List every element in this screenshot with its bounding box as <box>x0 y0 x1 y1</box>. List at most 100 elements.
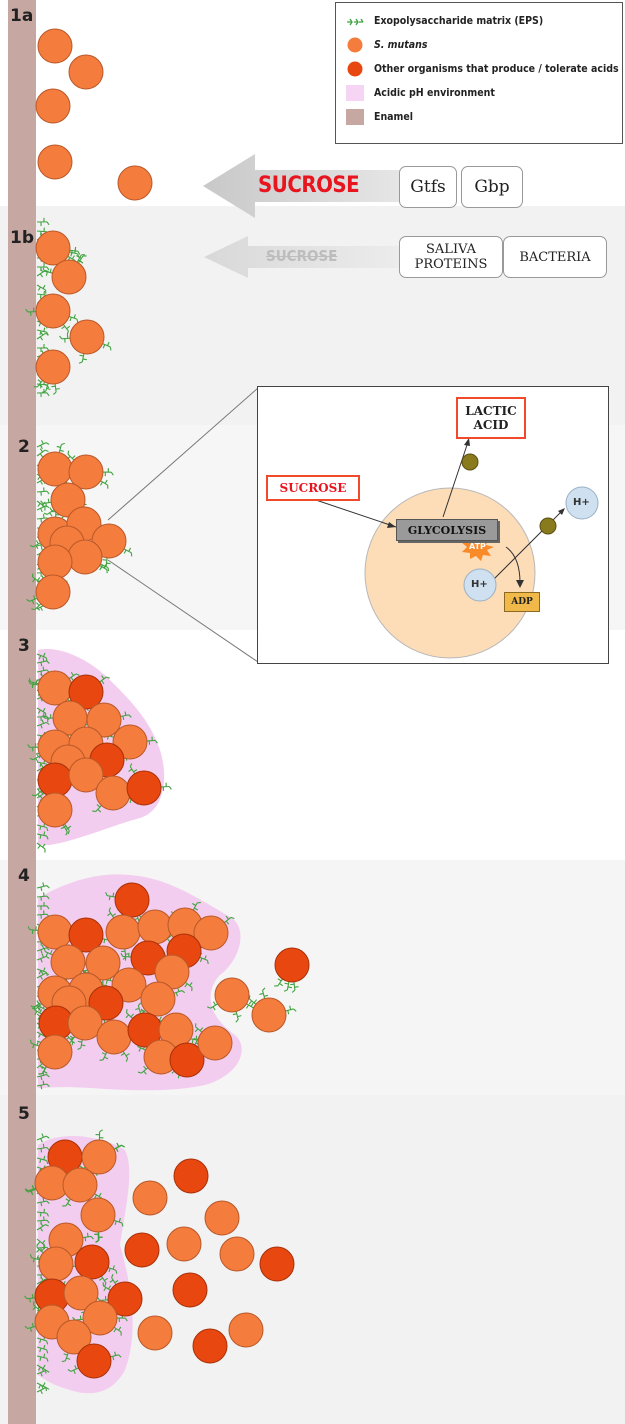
s-mutans-cell <box>67 539 103 575</box>
proton-transporter-icon <box>539 517 557 535</box>
s-mutans-cell <box>68 454 104 490</box>
eps-strand <box>36 1197 50 1207</box>
s-mutans-cell <box>37 544 73 580</box>
s-mutans-cell <box>137 909 173 945</box>
s-mutans-cell <box>132 1180 168 1216</box>
atp-burst-icon <box>461 535 494 561</box>
eps-strand <box>128 763 138 776</box>
s-mutans-cell <box>37 451 73 487</box>
acid-organism-cell <box>192 1328 228 1364</box>
s-mutans-cell <box>96 1019 132 1055</box>
legend-item-acidic-ph: Acidic pH environment <box>346 83 495 103</box>
eps-strand <box>36 842 46 853</box>
sucrose-arrow-faded <box>204 236 400 278</box>
s-mutans-cell <box>105 914 141 950</box>
legend-label-acidic-ph: Acidic pH environment <box>374 87 495 99</box>
eps-strand <box>36 448 49 458</box>
eps-strand <box>36 331 49 341</box>
eps-strand <box>43 507 56 517</box>
s-mutans-cell <box>193 915 229 951</box>
legend-item-eps: Exopolysaccharide matrix (EPS) <box>346 11 543 31</box>
s-mutans-cell <box>117 165 153 201</box>
eps-strand <box>36 500 46 511</box>
acidic-ph-swatch-icon <box>346 85 364 101</box>
stage-label-1b: 1b <box>10 228 34 248</box>
s-mutans-cell <box>63 1275 99 1311</box>
acid-organism-swatch-icon <box>347 61 363 77</box>
stage-label-2: 2 <box>18 437 30 457</box>
adp-box: ADP <box>504 592 540 612</box>
acid-organism-cell <box>259 1246 295 1282</box>
proteins-label: PROTEINS <box>414 257 488 272</box>
eps-strand <box>36 719 50 729</box>
stage-label-5: 5 <box>18 1104 30 1124</box>
eps-strand <box>36 901 50 910</box>
eps-strand <box>36 1080 50 1090</box>
sucrose-label-strong: SUCROSE <box>258 173 360 198</box>
legend-item-acid-organisms: Other organisms that produce / tolerate … <box>346 59 619 79</box>
s-mutans-cell <box>251 997 287 1033</box>
eps-strand <box>36 1155 49 1165</box>
lactic-label: LACTIC <box>465 404 517 418</box>
eps-strand <box>36 1344 49 1354</box>
s-mutans-cell <box>69 319 105 355</box>
eps-strand <box>36 652 48 662</box>
bacteria-label: BACTERIA <box>519 249 591 265</box>
stage-label-1a: 1a <box>10 6 34 26</box>
legend-label-s-mutans: S. mutans <box>374 39 428 51</box>
enamel-swatch-icon <box>346 109 364 125</box>
zoom-line-top <box>107 387 259 521</box>
eps-strand <box>36 657 50 667</box>
proton-inside-label: H+ <box>471 579 488 590</box>
arrowhead-icon <box>558 508 565 515</box>
acid-organism-cell <box>68 917 104 953</box>
acid-organism-cell <box>274 947 310 983</box>
acid-organism-cell <box>76 1343 112 1379</box>
eps-strand <box>36 1367 50 1377</box>
sucrose-inset-box: SUCROSE <box>266 475 360 501</box>
s-mutans-cell <box>38 1246 74 1282</box>
glycolysis-inset: SUCROSE LACTIC ACID GLYCOLYSIS ATP ADP H… <box>257 386 609 664</box>
eps-strand <box>36 217 50 226</box>
s-mutans-cell <box>35 88 71 124</box>
gbp-box: Gbp <box>461 166 523 208</box>
s-mutans-cell <box>35 574 71 610</box>
zoom-line-bottom <box>107 559 259 663</box>
s-mutans-cell <box>166 1226 202 1262</box>
s-mutans-cell <box>37 1034 73 1070</box>
s-mutans-cell <box>86 702 122 738</box>
eps-strand <box>36 1385 50 1395</box>
eps-strand <box>36 440 50 450</box>
eps-strand <box>112 1218 124 1227</box>
s-mutans-cell <box>204 1200 240 1236</box>
adp-label: ADP <box>511 597 533 607</box>
s-mutans-cell <box>85 945 121 981</box>
sucrose-label-faded: SUCROSE <box>266 247 338 265</box>
eps-strand <box>36 1133 50 1143</box>
acid-label: ACID <box>473 418 509 432</box>
eps-strand <box>36 1143 50 1153</box>
legend: Exopolysaccharide matrix (EPS) S. mutans… <box>335 2 623 144</box>
s-mutans-cell <box>51 259 87 295</box>
legend-label-eps: Exopolysaccharide matrix (EPS) <box>374 15 544 27</box>
s-mutans-cell <box>219 1236 255 1272</box>
lactate-transporter-icon <box>461 453 479 471</box>
acid-organism-cell <box>169 1042 205 1078</box>
stage-label-3: 3 <box>18 636 30 656</box>
s-mutans-cell <box>37 914 73 950</box>
eps-strand <box>36 487 50 496</box>
acid-organism-cell <box>172 1272 208 1308</box>
sucrose-arrow-strong <box>203 154 400 218</box>
s-mutans-cell <box>197 1025 233 1061</box>
s-mutans-cell <box>37 144 73 180</box>
s-mutans-swatch-icon <box>347 37 363 53</box>
proton-outside-icon <box>565 486 599 520</box>
acid-organism-cell <box>114 882 150 918</box>
glycolysis-box: GLYCOLYSIS <box>396 519 498 541</box>
s-mutans-cell <box>81 1139 117 1175</box>
gbp-label: Gbp <box>474 177 510 197</box>
eps-strand <box>36 1353 49 1362</box>
s-mutans-cell <box>228 1312 264 1348</box>
saliva-proteins-box: SALIVA PROTEINS <box>399 236 503 278</box>
